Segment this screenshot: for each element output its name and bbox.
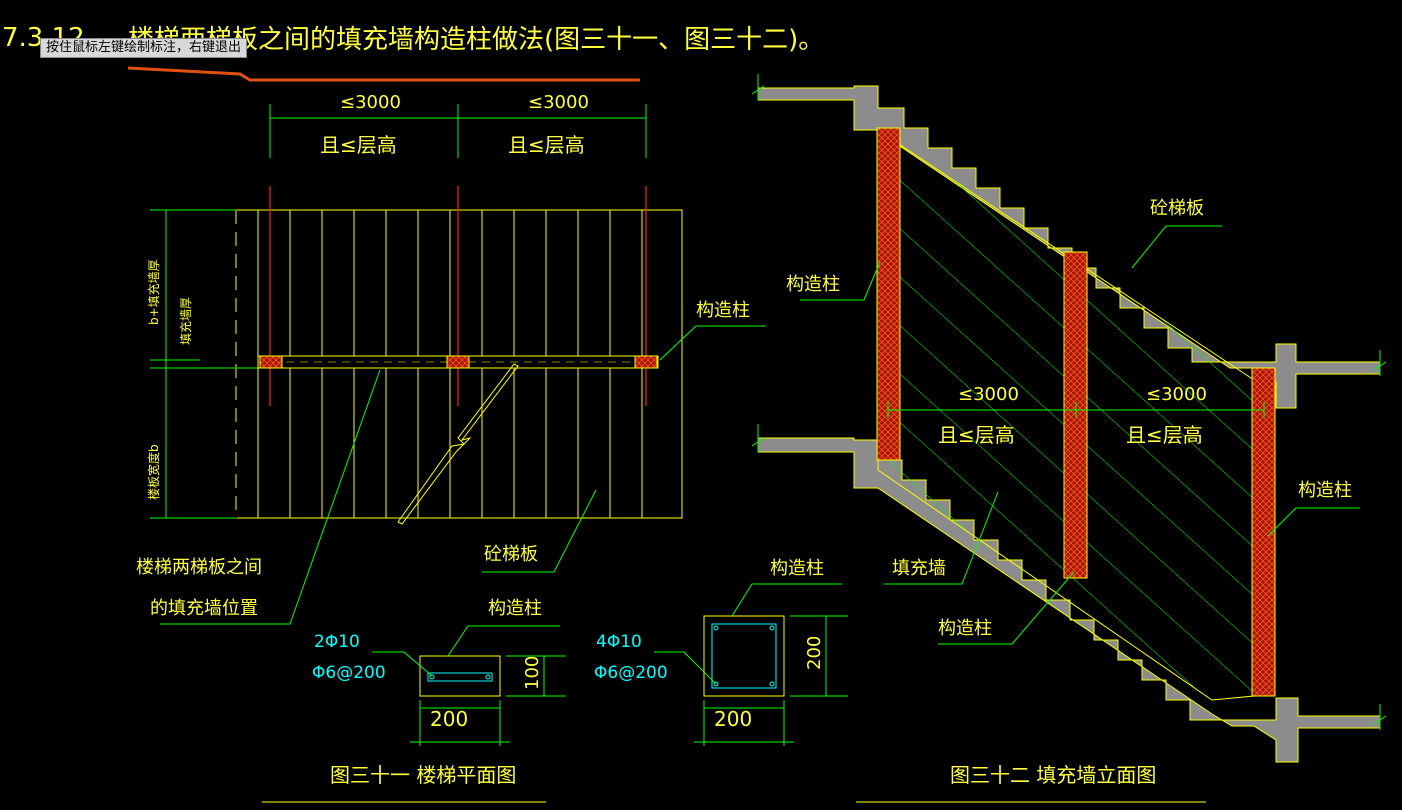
elev-label-column-bottom: 构造柱 bbox=[938, 618, 992, 639]
section-b-width: 200 bbox=[714, 707, 752, 731]
elev-label-wall: 填充墙 bbox=[892, 558, 946, 579]
section-a-label: 构造柱 bbox=[488, 598, 542, 619]
plan-label-slab: 砼梯板 bbox=[484, 544, 538, 565]
section-a-rebar-main: 2Φ10 bbox=[314, 632, 360, 652]
plan-dim-2: ≤3000 bbox=[528, 92, 589, 113]
section-a-height: 100 bbox=[522, 656, 543, 690]
section-a-width: 200 bbox=[430, 707, 468, 731]
elev-dim-sub-2: 且≤层高 bbox=[1126, 423, 1203, 447]
section-b-rebar-tie: Φ6@200 bbox=[594, 663, 668, 683]
section-b-label: 构造柱 bbox=[770, 558, 824, 579]
column-section-a: 构造柱 2Φ10 Φ6@200 200 100 bbox=[312, 598, 566, 746]
elev-dim-sub-1: 且≤层高 bbox=[938, 423, 1015, 447]
elev-label-column-left: 构造柱 bbox=[786, 274, 840, 295]
column-section-b: 构造柱 4Φ10 Φ6@200 200 200 bbox=[594, 558, 848, 746]
stair-plan-view: ≤3000 ≤3000 且≤层高 且≤层高 b+填充墙厚 填充墙厚 楼板宽度b bbox=[136, 92, 766, 803]
plan-side-label-1: b+填充墙厚 bbox=[146, 259, 161, 325]
plan-side-label-3: 楼板宽度b bbox=[146, 444, 161, 500]
plan-dim-sub-2: 且≤层高 bbox=[508, 133, 585, 157]
elev-dim-1: ≤3000 bbox=[958, 384, 1019, 405]
plan-column-2 bbox=[446, 355, 470, 369]
cursor-tooltip: 按住鼠标左键绘制标注，右键退出 bbox=[40, 38, 248, 58]
elevation-caption: 图三十二 填充墙立面图 bbox=[950, 763, 1156, 787]
plan-column-1 bbox=[259, 355, 283, 369]
infill-wall-elevation: ≤3000 ≤3000 且≤层高 且≤层高 砼梯板 构造柱 构造柱 填充墙 构造… bbox=[751, 74, 1387, 803]
section-b-height: 200 bbox=[804, 636, 825, 670]
plan-dim-sub-1: 且≤层高 bbox=[320, 133, 397, 157]
title-underline bbox=[127, 66, 640, 82]
elev-column-right bbox=[1251, 367, 1276, 697]
plan-label-column: 构造柱 bbox=[696, 300, 750, 321]
elev-label-column-right: 构造柱 bbox=[1298, 480, 1352, 501]
plan-label-wall-2: 的填充墙位置 bbox=[150, 598, 258, 619]
elev-dim-2: ≤3000 bbox=[1146, 384, 1207, 405]
elev-column-left bbox=[876, 127, 901, 461]
elev-label-slab: 砼梯板 bbox=[1150, 198, 1204, 219]
plan-column-3 bbox=[634, 355, 658, 369]
section-b-rebar-main: 4Φ10 bbox=[596, 632, 642, 652]
plan-caption: 图三十一 楼梯平面图 bbox=[330, 763, 516, 787]
plan-side-label-2: 填充墙厚 bbox=[178, 297, 193, 345]
plan-dim-1: ≤3000 bbox=[340, 92, 401, 113]
plan-label-wall-1: 楼梯两梯板之间 bbox=[136, 557, 262, 578]
section-a-rebar-tie: Φ6@200 bbox=[312, 663, 386, 683]
